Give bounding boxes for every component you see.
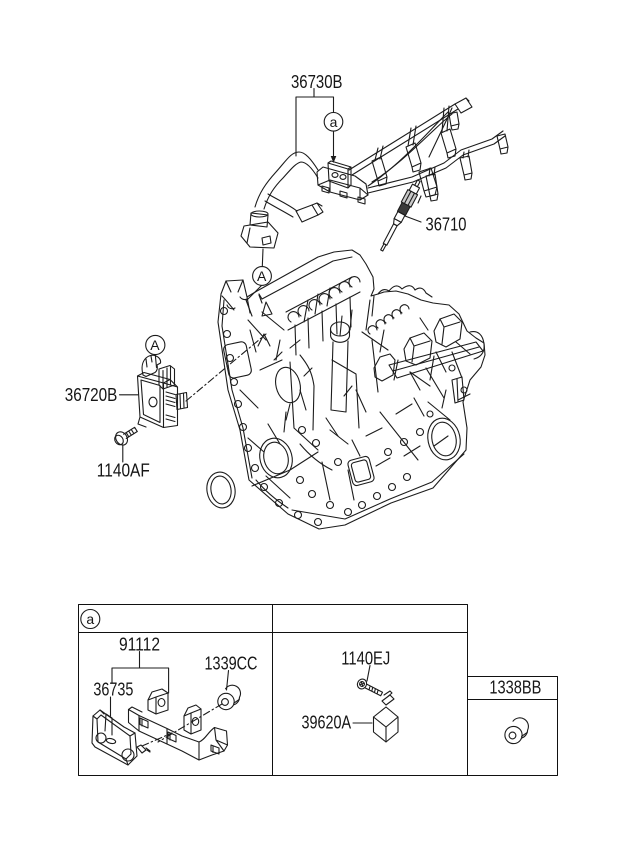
svg-text:A: A <box>257 268 267 284</box>
svg-text:1140EJ: 1140EJ <box>341 647 390 668</box>
svg-text:1140AF: 1140AF <box>97 460 150 481</box>
svg-text:36735: 36735 <box>93 679 133 700</box>
svg-text:39620A: 39620A <box>302 712 352 733</box>
svg-text:a: a <box>86 611 94 627</box>
svg-text:1339CC: 1339CC <box>205 652 258 673</box>
svg-text:a: a <box>330 114 338 130</box>
svg-text:36720B: 36720B <box>65 384 118 405</box>
svg-text:36710: 36710 <box>426 214 467 235</box>
svg-text:36730B: 36730B <box>291 71 343 92</box>
svg-text:91112: 91112 <box>119 634 160 655</box>
svg-text:A: A <box>150 337 160 353</box>
svg-text:1338BB: 1338BB <box>489 677 541 698</box>
